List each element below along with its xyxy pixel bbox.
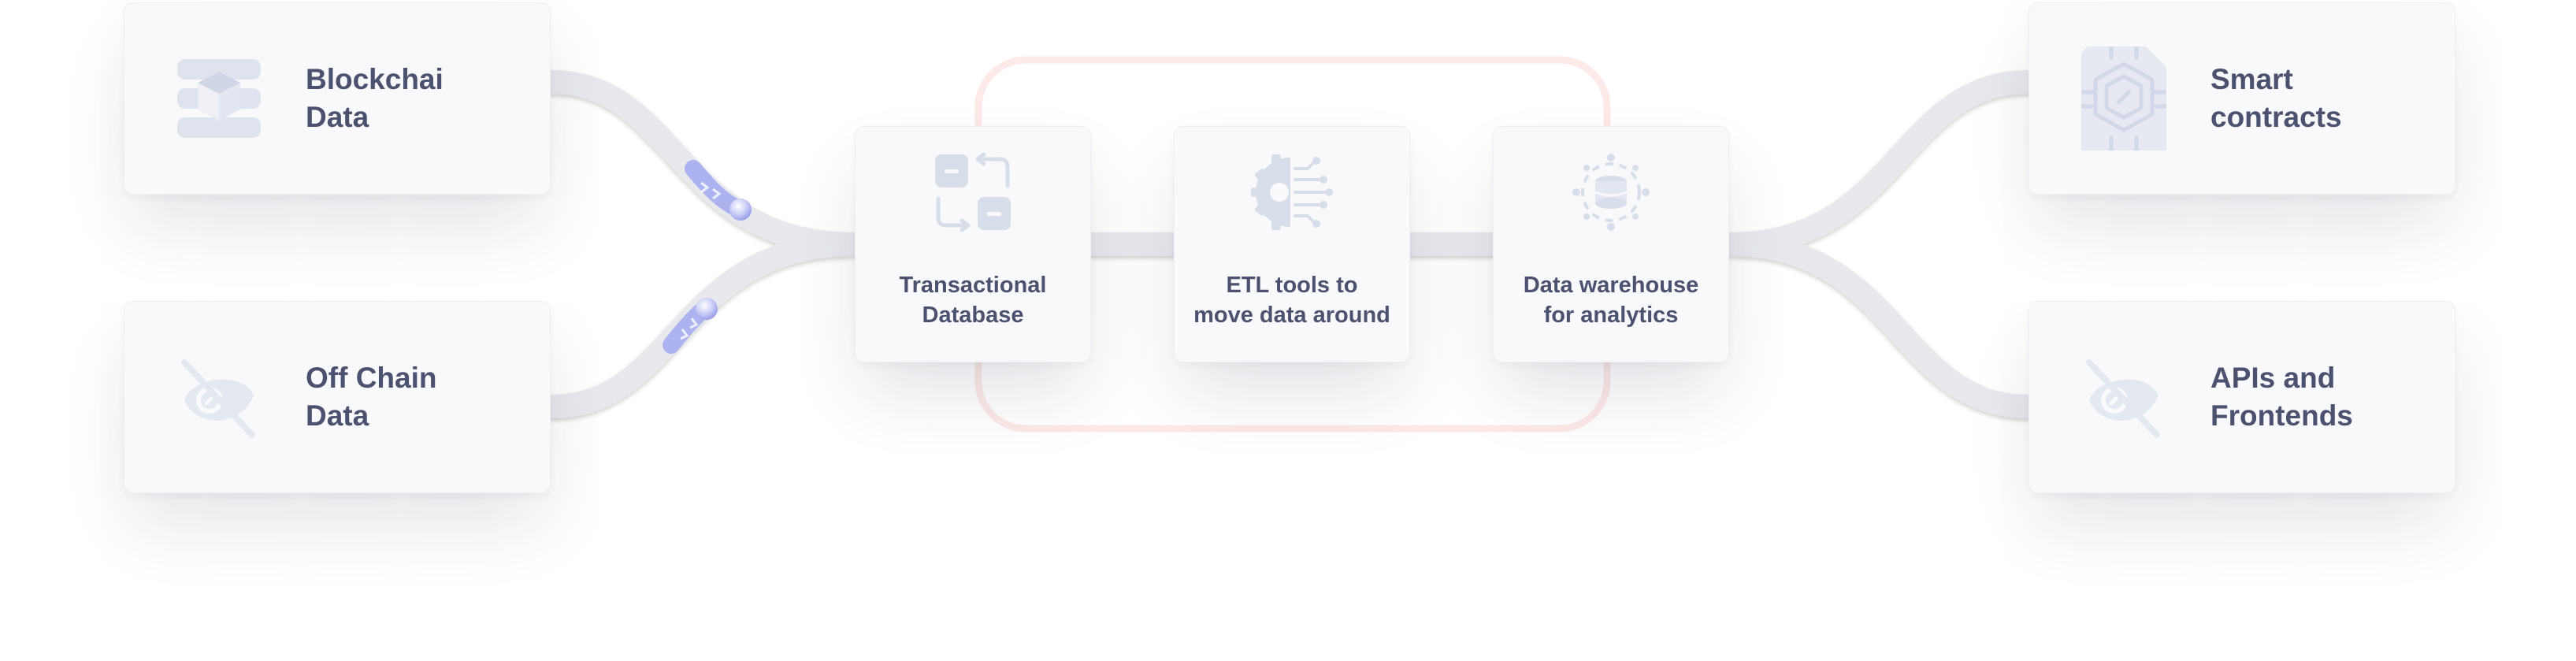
eye-slash-icon <box>2077 350 2171 444</box>
output-card-smart-contracts[interactable]: Smart contracts <box>2029 2 2455 195</box>
pipe-offchain <box>540 232 867 418</box>
output-card-apis[interactable]: APIs and Frontends <box>2029 301 2455 493</box>
data-hub-icon <box>1568 149 1654 236</box>
output-label-apis: APIs and Frontends <box>2210 362 2353 432</box>
pipeline-card-etl[interactable]: ETL tools to move data around <box>1174 126 1410 362</box>
flow-dot <box>696 298 718 320</box>
output-label-smart-contracts: Smart contracts <box>2210 63 2342 133</box>
pipeline-card-transactional-db[interactable]: Transactional Database <box>855 126 1091 362</box>
eye-slash-icon <box>172 350 266 444</box>
gear-circuit-icon <box>1249 149 1335 236</box>
flow-dot <box>729 199 752 221</box>
pipeline-card-data-warehouse[interactable]: Data warehouse for analytics <box>1493 126 1729 362</box>
pipeline-label-transactional-db: Transactional Database <box>899 273 1047 328</box>
flow-segment-top <box>685 160 745 217</box>
flow-chevron <box>712 188 722 200</box>
blockchain-cube-icon <box>172 51 266 146</box>
source-card-offchain[interactable]: Off Chain Data <box>124 301 551 493</box>
flow-chevron <box>700 181 710 194</box>
source-label-offchain: Off Chain Data <box>306 362 437 432</box>
database-swap-icon <box>930 149 1016 236</box>
pipeline-label-etl: ETL tools to move data around <box>1193 273 1390 328</box>
chip-icon <box>2077 46 2171 150</box>
source-card-blockchain[interactable]: Blockchai Data <box>124 2 551 195</box>
pipe-smart-contracts <box>1717 70 2040 256</box>
source-label-blockchain: Blockchai Data <box>306 63 444 133</box>
pipe-blockchain <box>540 70 867 256</box>
pipeline-label-data-warehouse: Data warehouse for analytics <box>1523 273 1699 328</box>
flow-chevron <box>689 318 699 329</box>
pipe-apis <box>1717 232 2040 418</box>
flow-chevron <box>680 329 689 340</box>
